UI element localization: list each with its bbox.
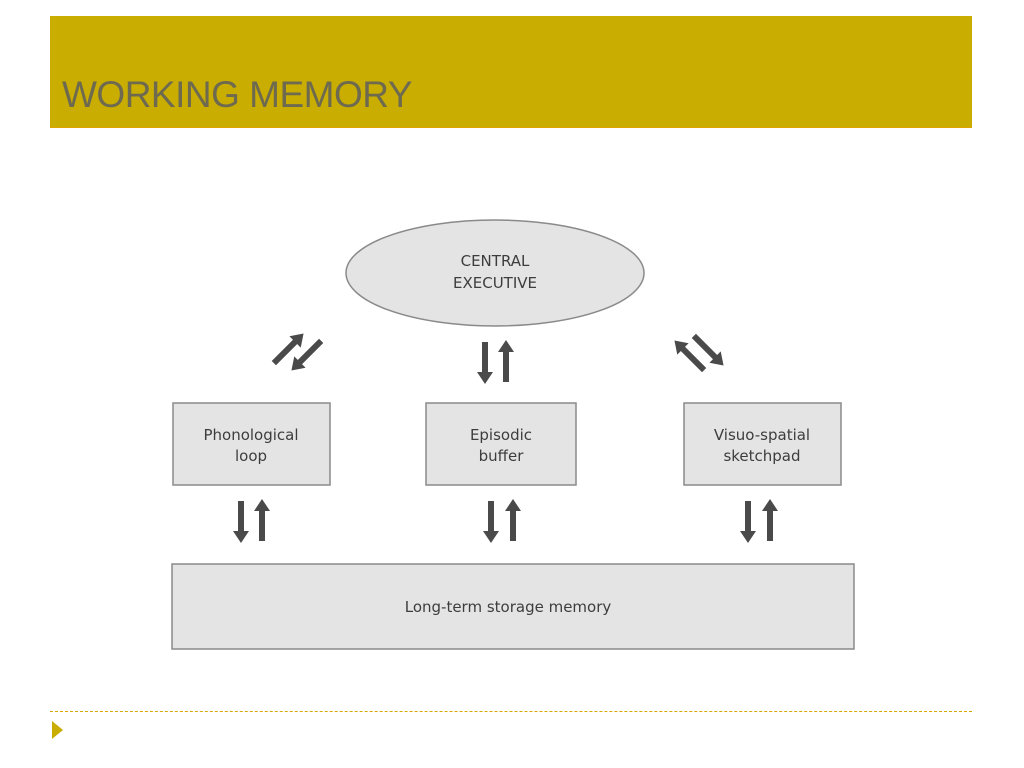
footer-divider: [50, 711, 972, 712]
arrow-exec-phonological: [268, 327, 327, 377]
arrow-visuospatial-longterm: [740, 499, 778, 543]
long-term-storage-node: Long-term storage memory: [171, 563, 855, 650]
arrow-exec-visuospatial: [668, 330, 730, 376]
visuospatial-sketchpad-label-1: Visuo-spatial: [714, 426, 810, 444]
phonological-loop-label-2: loop: [235, 447, 267, 465]
episodic-buffer-label-1: Episodic: [470, 426, 532, 444]
central-executive-label-2: EXECUTIVE: [453, 274, 537, 292]
central-executive-label-1: CENTRAL: [461, 252, 530, 270]
visuospatial-sketchpad-node: Visuo-spatial sketchpad: [683, 402, 842, 486]
slide-title: WORKING MEMORY: [62, 74, 413, 115]
central-executive-node: CENTRAL EXECUTIVE: [345, 219, 645, 327]
episodic-buffer-label-2: buffer: [479, 447, 525, 465]
arrow-episodic-longterm: [483, 499, 521, 543]
phonological-loop-label-1: Phonological: [203, 426, 298, 444]
long-term-storage-label: Long-term storage memory: [405, 598, 612, 616]
arrow-exec-episodic: [477, 340, 514, 384]
triangle-bullet-icon: [52, 721, 63, 739]
episodic-buffer-node: Episodic buffer: [425, 402, 577, 486]
visuospatial-sketchpad-label-2: sketchpad: [723, 447, 800, 465]
title-bar: WORKING MEMORY: [50, 16, 972, 128]
phonological-loop-node: Phonological loop: [172, 402, 331, 486]
arrow-phonological-longterm: [233, 499, 270, 543]
